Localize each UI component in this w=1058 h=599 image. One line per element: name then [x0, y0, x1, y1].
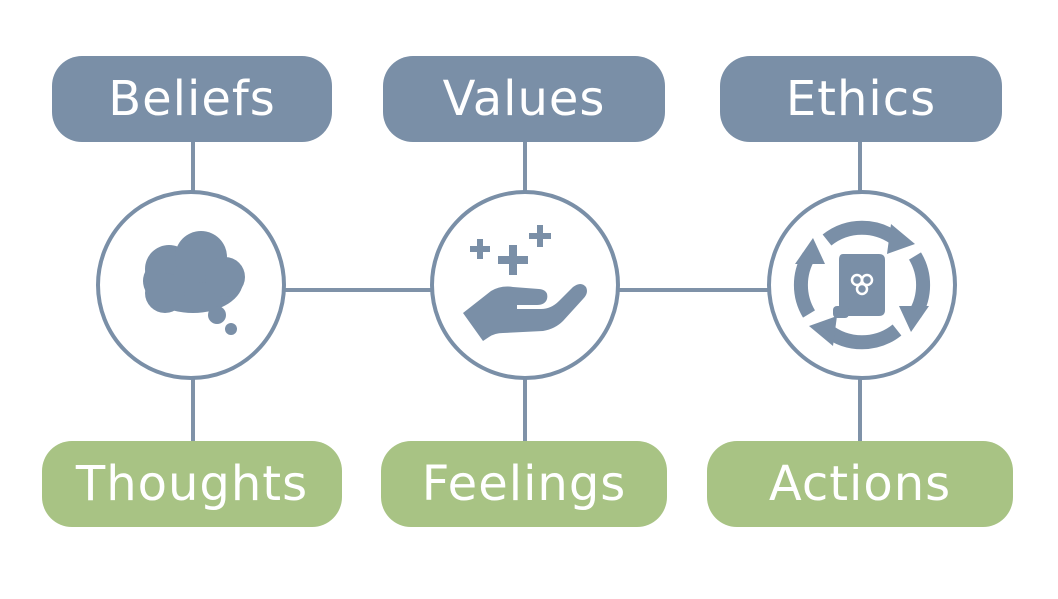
- beliefs-label: Beliefs: [52, 56, 332, 142]
- feelings-label: Feelings: [381, 441, 667, 527]
- thoughts-circle: [96, 190, 286, 380]
- connector-feelings: [523, 378, 527, 443]
- hand-sparkles-icon: [463, 225, 587, 341]
- ethics-label: Ethics: [720, 56, 1002, 142]
- actions-circle: [767, 190, 957, 380]
- thoughts-label: Thoughts: [42, 441, 342, 527]
- thought-cloud-icon: [143, 231, 245, 335]
- connector-ethics: [858, 140, 862, 192]
- connector-actions: [858, 378, 862, 443]
- connector-beliefs: [191, 140, 195, 192]
- scroll-cycle-icon: [793, 220, 931, 350]
- connector-feelings-actions: [618, 288, 768, 292]
- values-label: Values: [383, 56, 665, 142]
- connector-thoughts-feelings: [284, 288, 434, 292]
- actions-label: Actions: [707, 441, 1013, 527]
- connector-values: [523, 140, 527, 192]
- connector-thoughts: [191, 378, 195, 443]
- feelings-circle: [430, 190, 620, 380]
